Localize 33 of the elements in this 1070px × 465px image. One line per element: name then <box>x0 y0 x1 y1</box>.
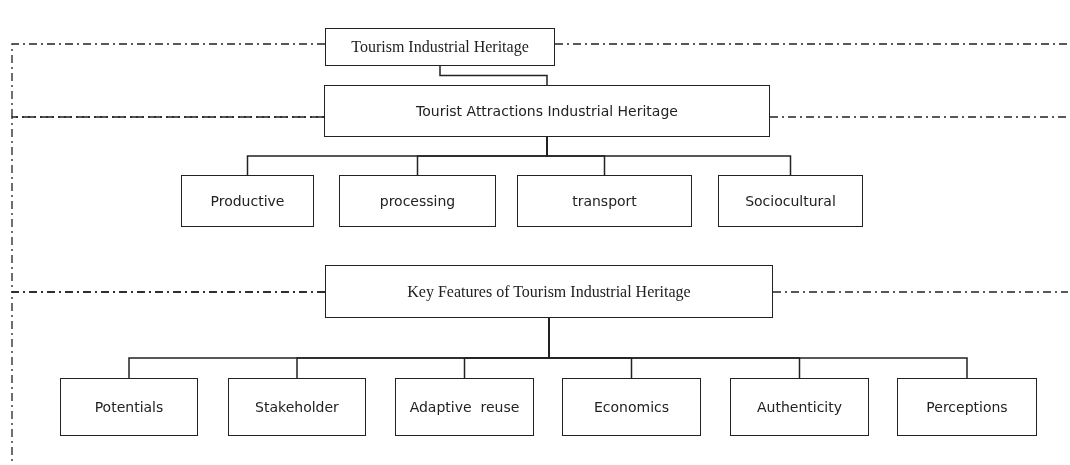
process-box <box>517 175 692 227</box>
dash-dot-line <box>554 43 1069 45</box>
process-box <box>395 378 534 436</box>
box-label: Economics <box>593 399 670 415</box>
box-label: Productive <box>210 193 285 209</box>
box-label: transport <box>572 193 637 209</box>
box-label: Adaptive reuse <box>409 399 520 415</box>
connector-line <box>546 136 792 176</box>
process-box <box>897 378 1037 436</box>
process-box <box>325 265 773 318</box>
box-label: Key Features of Tourism Industrial Heritage <box>407 282 691 301</box>
box-label: Authenticity <box>756 399 842 415</box>
process-box <box>60 378 198 436</box>
box-label: Tourist Attractions Industrial Heritage <box>416 103 678 119</box>
dash-dot-line <box>772 291 1069 293</box>
box-label: Perceptions <box>926 399 1008 415</box>
process-box <box>325 28 555 66</box>
box-label: Tourism Industrial Heritage <box>351 38 529 56</box>
process-box <box>181 175 314 227</box>
process-box <box>324 85 770 137</box>
dash-dot-line <box>769 116 1069 118</box>
process-box <box>562 378 701 436</box>
dash-dot-line <box>11 43 326 118</box>
process-box <box>339 175 496 227</box>
process-box <box>730 378 869 436</box>
box-label: Potentials <box>94 399 164 415</box>
box-label: processing <box>379 193 456 209</box>
box-label: Stakeholder <box>255 399 339 415</box>
process-box <box>228 378 366 436</box>
box-label: Sociocultural <box>745 193 836 209</box>
process-box <box>718 175 863 227</box>
dash-dot-line <box>11 291 326 464</box>
connector-line <box>439 65 548 86</box>
